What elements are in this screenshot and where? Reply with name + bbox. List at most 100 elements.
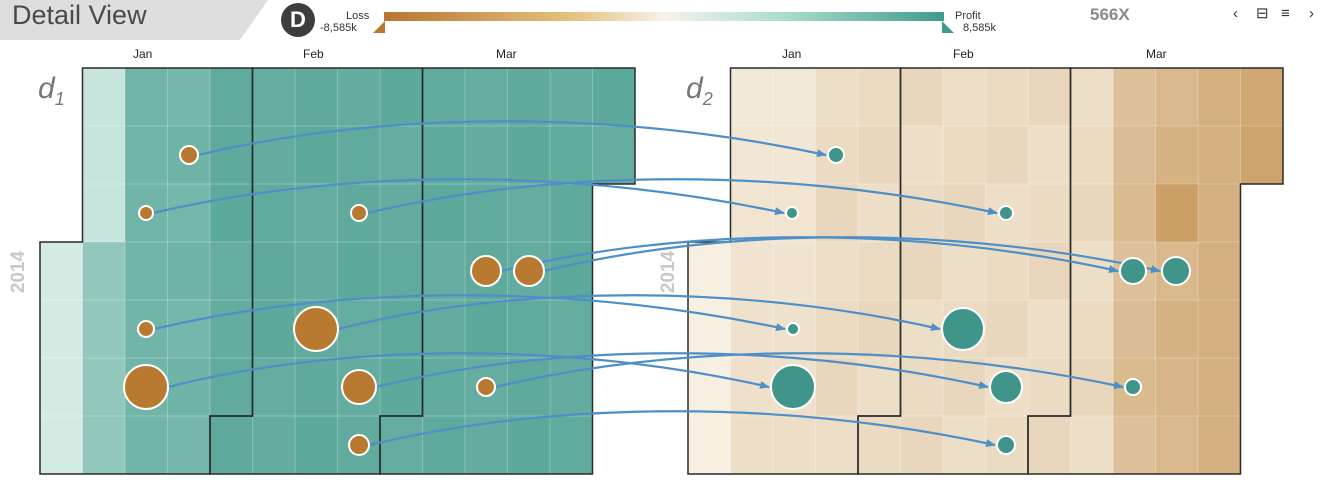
panel2-cell bbox=[1198, 416, 1241, 475]
panel2-cell bbox=[1113, 126, 1156, 185]
profit-loss-gradient bbox=[384, 12, 944, 21]
panel1-year: 2014 bbox=[8, 250, 30, 294]
panel1-cell bbox=[507, 358, 551, 417]
panel1-cell bbox=[125, 242, 168, 301]
flow-arrow bbox=[494, 352, 1124, 390]
target-circle bbox=[770, 364, 816, 410]
panel1-month-mar: Mar bbox=[496, 47, 517, 61]
panel1-cell bbox=[295, 184, 338, 243]
panel2-cell bbox=[815, 184, 859, 243]
panel2-cell bbox=[858, 68, 901, 127]
panel2-cell bbox=[1028, 184, 1071, 243]
panel1-cell bbox=[422, 358, 466, 417]
panel1-cell bbox=[507, 184, 551, 243]
panel1-cell bbox=[252, 242, 296, 301]
panel2-cell bbox=[943, 126, 986, 185]
header-tab-bg bbox=[0, 0, 268, 40]
panel2-cell bbox=[900, 68, 944, 127]
panel1-cell bbox=[550, 126, 593, 185]
panel1-cell bbox=[82, 242, 126, 301]
panel2-cell bbox=[1155, 300, 1199, 359]
prev-arrow-icon[interactable]: ‹ bbox=[1233, 5, 1238, 22]
panel1-cell bbox=[167, 416, 211, 475]
panel2-cell bbox=[1198, 300, 1241, 359]
view-badge[interactable]: D bbox=[281, 3, 315, 37]
panel2-cell bbox=[858, 242, 901, 301]
panel2-cell bbox=[943, 68, 986, 127]
window-icon[interactable]: ⊟ bbox=[1256, 5, 1269, 22]
panel1-cell bbox=[252, 416, 296, 475]
panel2-month-feb: Feb bbox=[953, 47, 974, 61]
panel1-cell bbox=[210, 358, 253, 417]
zoom-level: 566X bbox=[1090, 5, 1130, 24]
panel2-cell bbox=[1070, 358, 1114, 417]
panel2-cell bbox=[1028, 358, 1071, 417]
panel2-cell bbox=[1070, 416, 1114, 475]
panel1-cell bbox=[337, 300, 381, 359]
page-title: Detail View bbox=[12, 0, 147, 30]
panel2-cell bbox=[1113, 184, 1156, 243]
panel2-cell bbox=[1155, 416, 1199, 475]
transition-arrows bbox=[152, 120, 1161, 448]
target-circle bbox=[989, 370, 1023, 404]
panel1-cell bbox=[465, 300, 508, 359]
panel1-cell bbox=[295, 416, 338, 475]
panel1-month-feb: Feb bbox=[303, 47, 324, 61]
panel1-cell bbox=[252, 126, 296, 185]
panel1-cell bbox=[550, 68, 593, 127]
panel2-cell bbox=[1155, 126, 1199, 185]
source-circle bbox=[179, 145, 199, 165]
source-circle bbox=[293, 306, 339, 352]
target-circle bbox=[1119, 257, 1147, 285]
panel1-cell bbox=[380, 68, 423, 127]
panel1-cell bbox=[550, 358, 593, 417]
panel2-cell bbox=[900, 416, 944, 475]
legend-profit-value: 8,585k bbox=[963, 22, 997, 34]
panel1-cell bbox=[125, 416, 168, 475]
panel1-cell bbox=[507, 68, 551, 127]
panel1-cell bbox=[125, 68, 168, 127]
panel1-cell bbox=[82, 126, 126, 185]
flow-arrow bbox=[153, 294, 786, 332]
panel1-cell bbox=[337, 126, 381, 185]
panel2-cell bbox=[1198, 126, 1241, 185]
panel2-cell bbox=[773, 242, 816, 301]
panel2-year: 2014 bbox=[658, 250, 680, 294]
panel2-cell bbox=[688, 358, 731, 417]
panel1-cell bbox=[125, 126, 168, 185]
panel2-blank bbox=[688, 68, 731, 242]
flow-arrow bbox=[197, 120, 827, 158]
flow-arrow bbox=[375, 352, 989, 389]
data-circles[interactable] bbox=[123, 145, 1191, 456]
target-circle bbox=[996, 435, 1016, 455]
panel1-cell bbox=[380, 126, 423, 185]
panel1-cell bbox=[167, 242, 211, 301]
next-arrow-icon[interactable]: › bbox=[1309, 5, 1314, 22]
panel1-cell bbox=[422, 416, 466, 475]
panel2-cell bbox=[773, 68, 816, 127]
menu-icon[interactable]: ≡ bbox=[1281, 5, 1290, 22]
panel1-cell bbox=[40, 300, 83, 359]
panel2-blank bbox=[1240, 184, 1285, 476]
panel2-cell bbox=[1155, 184, 1199, 243]
panel1-blank bbox=[592, 184, 637, 476]
panel1-cell bbox=[40, 416, 83, 475]
panel1-cell bbox=[380, 242, 423, 301]
panel1-heatmap[interactable] bbox=[39, 67, 637, 476]
panel2-cell bbox=[1028, 300, 1071, 359]
panel2-cell bbox=[1198, 358, 1241, 417]
panel1-cell bbox=[507, 126, 551, 185]
panel1-cell bbox=[380, 184, 423, 243]
panel1-cell bbox=[167, 358, 211, 417]
panel1-cell bbox=[167, 184, 211, 243]
panel1-cell bbox=[210, 300, 253, 359]
panel1-cell bbox=[295, 358, 338, 417]
panel2-cell bbox=[815, 242, 859, 301]
legend-loss-label: Loss bbox=[346, 10, 370, 22]
panel2-cell bbox=[1028, 68, 1071, 127]
flow-arrow bbox=[337, 294, 941, 331]
panel2-month-outline-mar bbox=[1027, 67, 1284, 475]
panel2-cell bbox=[943, 358, 986, 417]
panel2-cell bbox=[1028, 126, 1071, 185]
